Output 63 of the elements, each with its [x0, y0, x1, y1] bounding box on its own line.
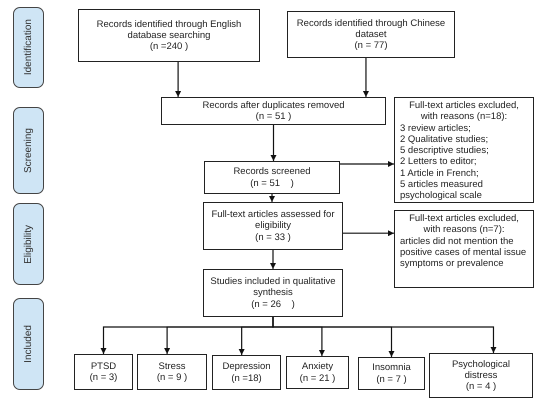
count-label: (n = 3) [90, 372, 118, 384]
count-label: (n = 77) [354, 40, 388, 52]
step-label: Psychological distress [450, 358, 512, 382]
arrow [272, 317, 496, 353]
process-box [203, 269, 343, 317]
outcome-box [358, 357, 425, 390]
outcome-box [74, 354, 133, 390]
arrow [270, 125, 276, 161]
stage-box [13, 7, 44, 88]
arrow [175, 62, 182, 97]
exclusion-reason: 1 Article in French; [400, 168, 479, 180]
step-label: Records identified through Chinese dataset [296, 18, 446, 40]
process-box [203, 202, 343, 250]
stage-box [13, 107, 44, 194]
exclusion-reason: 3 review articles; [400, 122, 471, 134]
arrow [343, 230, 394, 236]
exclusion-heading: Full-text articles excluded, with reasons (n=18): [408, 100, 520, 123]
step-label: Full-text articles assessed for eligibility [210, 209, 336, 232]
count-label: (n =18) [231, 372, 262, 384]
stage-label: Identification [24, 19, 34, 76]
stage-box [13, 298, 44, 390]
count-label: (n = 7 ) [376, 374, 407, 385]
arrow [362, 58, 369, 97]
process-box [161, 97, 386, 125]
count-label: (n = 9 ) [156, 372, 188, 384]
stage-label: Included [24, 325, 34, 363]
step-label: Records screened [233, 166, 311, 178]
exclusion-reason: 5 articles measured psychological scale [400, 179, 484, 202]
process-box [204, 161, 340, 194]
step-label: Records after duplicates removed [202, 100, 345, 111]
step-label: Insomnia [372, 362, 411, 374]
process-box [78, 9, 260, 62]
step-label: Records identified through English database searching [96, 18, 242, 42]
exclusion-heading: Full-text articles excluded, with reasons (n=7): [408, 213, 520, 236]
count-label: (n = 51 ) [256, 111, 292, 122]
count-label: (n = 4 ) [466, 381, 496, 392]
arrow [340, 160, 394, 167]
stage-box [13, 203, 44, 285]
count-label: (n = 51 ) [250, 178, 294, 189]
arrow [270, 250, 276, 269]
count-label: (n =240 ) [150, 41, 188, 52]
step-label: Anxiety [302, 361, 334, 372]
exclusion-reason: 5 descriptive studies; [400, 145, 489, 156]
step-label: Studies included in qualitative synthesis [209, 276, 337, 299]
step-label: Depression [222, 361, 271, 372]
step-label: Stress [158, 360, 186, 372]
exclusion-reason: articles did not mention the positive cases of mental issue symptoms or prevalence [400, 236, 528, 270]
outcome-box [286, 356, 349, 389]
step-label: PTSD [90, 360, 116, 372]
arrow [269, 194, 275, 202]
stage-label: Eligibility [24, 224, 34, 264]
outcome-box [212, 355, 281, 390]
stage-label: Screening [24, 128, 34, 174]
outcome-box [429, 353, 533, 398]
outcome-box [137, 354, 207, 390]
exclusion-box [394, 210, 534, 288]
count-label: (n = 26 ) [251, 298, 295, 310]
exclusion-box [394, 97, 534, 203]
process-box [287, 11, 455, 58]
exclusion-reason: 2 Qualitative studies; [400, 134, 488, 146]
count-label: (n = 21 ) [300, 372, 336, 384]
exclusion-reason: 2 Letters to editor; [400, 156, 477, 168]
count-label: (n = 33 ) [255, 232, 291, 243]
